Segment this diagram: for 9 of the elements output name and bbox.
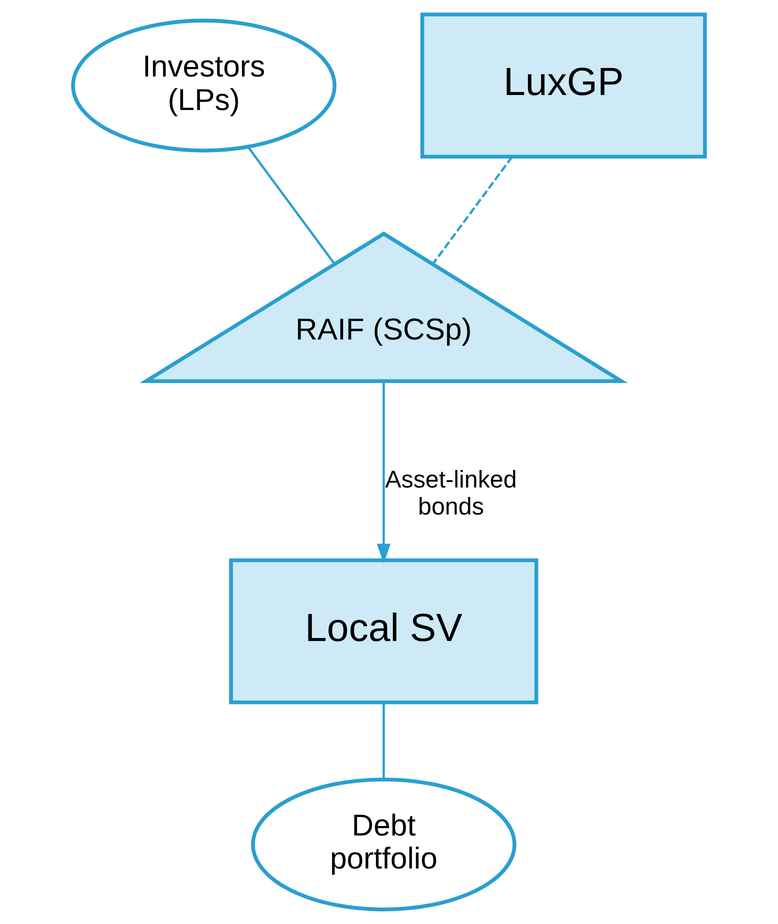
arrow xyxy=(376,382,391,564)
connector xyxy=(247,146,336,264)
connector xyxy=(382,702,385,779)
node-ellipse: Debt portfolio xyxy=(251,778,516,912)
node-ellipse: Investors (LPs) xyxy=(71,18,336,152)
node-box: LuxGP xyxy=(420,12,707,159)
edge-label: Asset-linked bonds xyxy=(385,466,517,521)
node-box: Local SV xyxy=(229,558,538,704)
connector xyxy=(432,156,513,265)
